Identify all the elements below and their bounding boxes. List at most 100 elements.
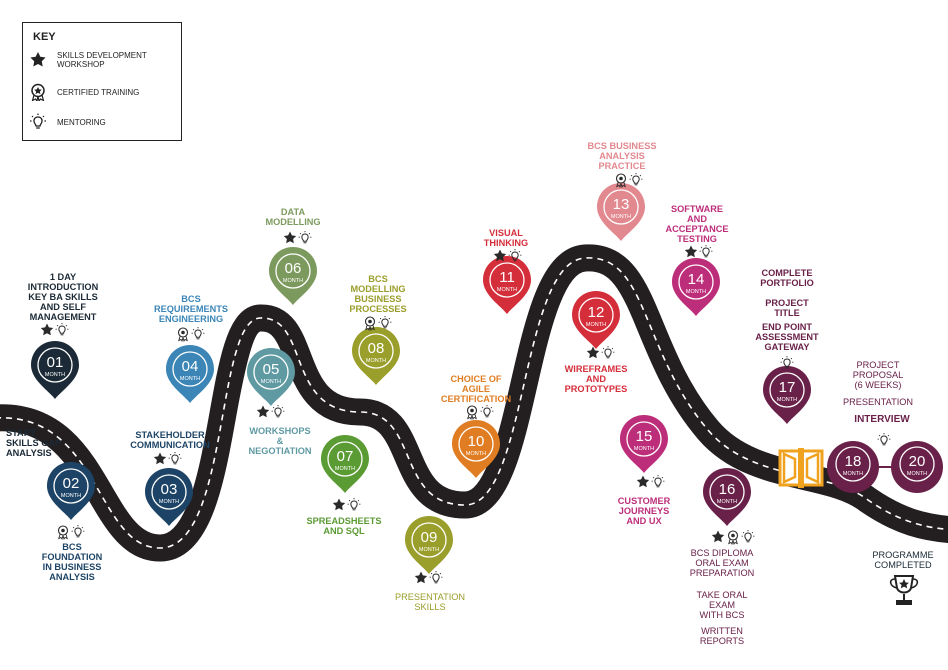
- milestone-month-word: MONTH: [180, 376, 200, 382]
- key-legend: KEY SKILLS DEVELOPMENT WORKSHOP CERTIFIE…: [22, 22, 182, 141]
- milestone-month-word: MONTH: [586, 322, 606, 328]
- lightbulb-icon: [429, 571, 443, 584]
- milestone-month-word: MONTH: [419, 547, 439, 553]
- milestone-number: 12: [588, 304, 605, 321]
- star-icon: [414, 571, 428, 584]
- milestone-month-word: MONTH: [843, 471, 863, 477]
- label-presentation: PRESENTATION: [842, 397, 914, 407]
- label-month-16: BCS DIPLOMA ORAL EXAM PREPARATION: [689, 548, 755, 578]
- label-project-proposal: PROJECT PROPOSAL (6 WEEKS): [852, 360, 904, 390]
- key-item-certified: CERTIFIED TRAINING: [29, 83, 139, 101]
- label-month-01: 1 DAY INTRODUCTION KEY BA SKILLS AND SEL…: [27, 272, 99, 322]
- star-icon: [40, 323, 54, 336]
- label-month-15: CUSTOMER JOURNEYS AND UX: [617, 496, 671, 526]
- key-item-label: SKILLS DEVELOPMENT WORKSHOP: [57, 51, 147, 69]
- milestone-number: 15: [636, 428, 653, 445]
- label-month-07: SPREADSHEETS AND SQL: [306, 516, 382, 536]
- milestone-month-word: MONTH: [45, 372, 65, 378]
- star-icon: [283, 231, 297, 244]
- milestone-month-word: MONTH: [61, 493, 81, 499]
- milestone-month-word: MONTH: [283, 278, 303, 284]
- milestone-number: 02: [63, 475, 80, 492]
- label-complete-portfolio: COMPLETE PORTFOLIO: [760, 268, 814, 288]
- milestone-month-word: MONTH: [261, 379, 281, 385]
- milestone-month-word: MONTH: [159, 499, 179, 505]
- milestone-number: 06: [285, 260, 302, 277]
- lightbulb-icon: [347, 498, 361, 511]
- star-icon: [636, 475, 650, 488]
- star-icon: [256, 405, 270, 418]
- milestone-month-word: MONTH: [634, 446, 654, 452]
- milestone-number: 09: [421, 529, 438, 546]
- milestone-number: 04: [182, 358, 199, 375]
- label-month-05: WORKSHOPS & NEGOTIATION: [248, 426, 312, 456]
- key-item-label: MENTORING: [57, 117, 106, 127]
- trophy-icon: [889, 575, 919, 605]
- milestone-number: 13: [613, 196, 630, 213]
- label-month-14: SOFTWARE AND ACCEPTANCE TESTING: [665, 204, 729, 244]
- lightbulb-icon: [601, 346, 615, 359]
- milestone-month-word: MONTH: [366, 358, 386, 364]
- label-programme-completed: PROGRAMME COMPLETED: [872, 550, 934, 570]
- key-title: KEY: [33, 31, 56, 43]
- label-month-02: BCS FOUNDATION IN BUSINESS ANALYSIS: [41, 542, 103, 582]
- label-end-point-assessment: END POINT ASSESSMENT GATEWAY: [755, 322, 819, 352]
- label-written-reports: WRITTEN REPORTS: [699, 626, 745, 646]
- star-icon: [711, 530, 725, 543]
- rosette-icon: [31, 83, 45, 101]
- star-icon: [684, 245, 698, 258]
- key-item-mentoring: MENTORING: [29, 113, 106, 131]
- label-month-13: BCS BUSINESS ANALYSIS PRACTICE: [587, 141, 657, 171]
- milestone-number: 08: [368, 340, 385, 357]
- star-icon: [30, 52, 46, 67]
- rosette-icon: [466, 405, 478, 421]
- milestone-number: 16: [719, 481, 736, 498]
- star-icon: [586, 346, 600, 359]
- label-start: START SKILLS GAP ANALYSIS: [6, 428, 62, 458]
- lightbulb-icon: [168, 452, 182, 465]
- milestone-number: 11: [499, 269, 515, 286]
- lightbulb-icon: [699, 245, 713, 258]
- milestone-number: 07: [337, 448, 354, 465]
- milestone-month-word: MONTH: [497, 287, 517, 293]
- label-month-11: VISUAL THINKING: [483, 228, 529, 248]
- lightbulb-icon: [651, 475, 665, 488]
- rosette-icon: [727, 530, 739, 546]
- label-interview: INTERVIEW: [854, 414, 910, 425]
- lightbulb-icon: [55, 323, 69, 336]
- rosette-icon: [615, 173, 627, 189]
- rosette-icon: [177, 327, 189, 343]
- milestone-month-word: MONTH: [466, 451, 486, 457]
- lightbulb-icon: [298, 231, 312, 244]
- milestone-number: 17: [779, 379, 796, 396]
- lightbulb-icon: [30, 113, 46, 129]
- lightbulb-icon: [191, 327, 205, 340]
- label-month-06: DATA MODELLING: [265, 207, 321, 227]
- milestone-number: 10: [468, 433, 485, 450]
- lightbulb-icon: [480, 405, 494, 418]
- star-icon: [153, 452, 167, 465]
- lightbulb-icon: [629, 173, 643, 186]
- star-icon: [332, 498, 346, 511]
- label-month-10: CHOICE OF AGILE CERTIFICATION: [440, 374, 512, 404]
- lightbulb-icon: [877, 433, 891, 446]
- lightbulb-icon: [508, 249, 522, 262]
